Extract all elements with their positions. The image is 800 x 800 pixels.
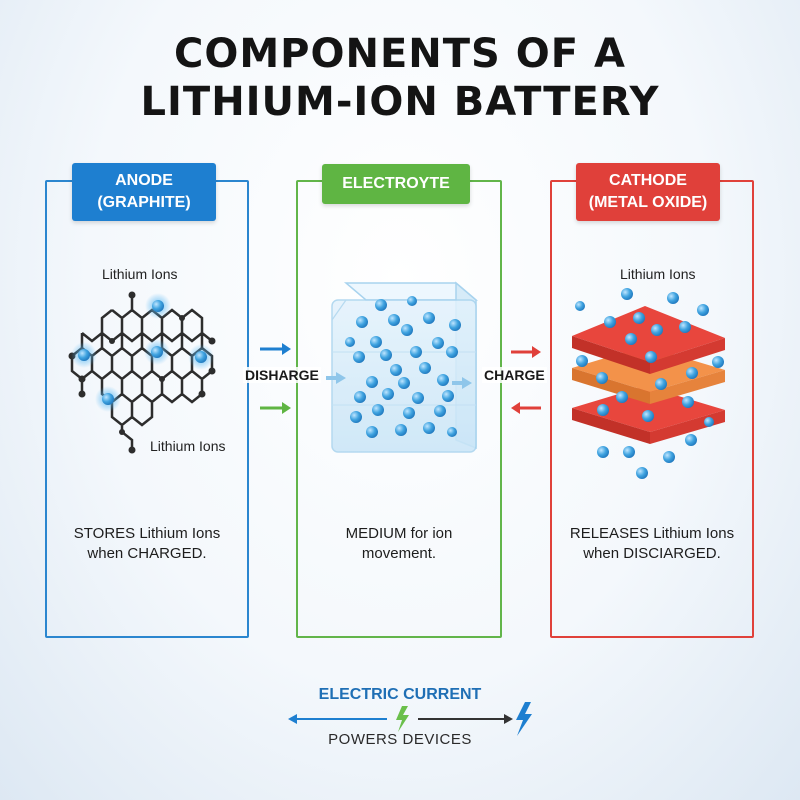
cathode-description: RELEASES Lithium Ions when DISCIARGED. xyxy=(552,524,752,564)
anode-ion-label-bottom: Lithium Ions xyxy=(150,438,226,454)
anode-description: STORES Lithium Ions when CHARGED. xyxy=(47,524,247,564)
electrolyte-ions xyxy=(345,296,461,438)
electric-current-title: ELECTRIC CURRENT xyxy=(318,686,482,703)
electrolyte-flow-arrows xyxy=(326,372,472,389)
anode-badge-line-1: ANODE xyxy=(115,172,173,189)
electrolyte-description: MEDIUM for ion movement. xyxy=(298,524,500,564)
title-line-1: COMPONENTS OF A xyxy=(174,31,626,77)
cathode-desc-line-1: RELEASES Lithium Ions xyxy=(569,525,735,542)
electrolyte-desc-line-2: movement. xyxy=(361,545,437,562)
anode-badge-line-2: (GRAPHITE) xyxy=(97,194,191,211)
right-arrow-icon xyxy=(260,343,291,355)
cathode-ion-label: Lithium Ions xyxy=(620,266,696,282)
page-title: COMPONENTS OF A LITHIUM-ION BATTERY xyxy=(0,30,800,126)
right-arrow-icon xyxy=(511,346,541,358)
electrolyte-badge: ELECTROYTE xyxy=(322,164,470,204)
current-right-arrow-icon xyxy=(418,714,513,724)
anode-ions xyxy=(71,293,214,412)
electrolyte-desc-line-1: MEDIUM for ion xyxy=(345,525,453,542)
graphite-lattice xyxy=(70,295,214,450)
cathode-badge-line-1: CATHODE xyxy=(609,172,687,189)
discharge-label: DISHARGE xyxy=(243,367,321,383)
title-line-2: LITHIUM-ION BATTERY xyxy=(140,79,660,125)
anode-badge: ANODE (GRAPHITE) xyxy=(72,163,216,221)
anode-desc-line-1: STORES Lithium Ions xyxy=(73,525,221,542)
right-arrow-icon xyxy=(260,402,291,414)
cathode-badge: CATHODE (METAL OXIDE) xyxy=(576,163,720,221)
cathode-desc-line-2: when DISCIARGED. xyxy=(583,545,721,562)
anode-desc-line-2: when CHARGED. xyxy=(87,545,207,562)
left-arrow-icon xyxy=(511,402,541,414)
cathode-ions xyxy=(575,288,724,479)
anode-ion-label-top: Lithium Ions xyxy=(102,266,178,282)
lightning-bolt-icon xyxy=(516,702,532,736)
cathode-badge-line-2: (METAL OXIDE) xyxy=(588,194,708,211)
charge-label: CHARGE xyxy=(482,367,547,383)
cathode-layers xyxy=(572,306,725,444)
current-left-arrow-icon xyxy=(288,714,387,724)
lightning-bolt-icon xyxy=(396,706,409,732)
powers-devices-label: POWERS DEVICES xyxy=(328,731,472,748)
